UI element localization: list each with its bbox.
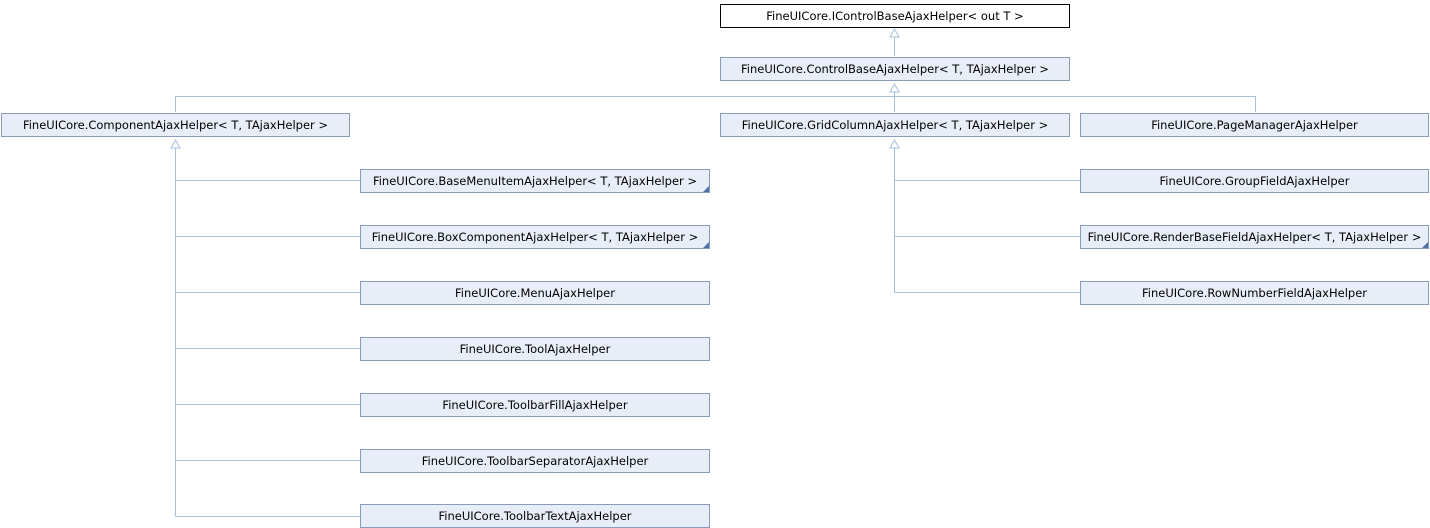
edge-component-to-controlbase [175,96,1256,112]
node-toolbar-fill-ajax-helper[interactable]: FineUICore.ToolbarFillAjaxHelper [360,393,710,417]
arrowhead-gridcolumn [889,138,900,149]
node-page-manager-ajax-helper[interactable]: FineUICore.PageManagerAjaxHelper [1080,113,1429,137]
node-box-component-ajax-helper[interactable]: FineUICore.BoxComponentAjaxHelper< T, TA… [360,225,710,249]
node-group-field-ajax-helper[interactable]: FineUICore.GroupFieldAjaxHelper [1080,169,1429,193]
arrowhead-icontrol [889,27,900,38]
node-menu-ajax-helper[interactable]: FineUICore.MenuAjaxHelper [360,281,710,305]
node-control-base-ajax-helper[interactable]: FineUICore.ControlBaseAjaxHelper< T, TAj… [720,57,1070,81]
node-toolbar-separator-ajax-helper[interactable]: FineUICore.ToolbarSeparatorAjaxHelper [360,449,710,473]
node-component-ajax-helper[interactable]: FineUICore.ComponentAjaxHelper< T, TAjax… [1,113,350,137]
arrowhead-component [170,138,181,149]
node-icontrol-base-ajax-helper: FineUICore.IControlBaseAjaxHelper< out T… [720,4,1070,28]
node-tool-ajax-helper[interactable]: FineUICore.ToolAjaxHelper [360,337,710,361]
node-toolbar-text-ajax-helper[interactable]: FineUICore.ToolbarTextAjaxHelper [360,504,710,528]
node-row-number-field-ajax-helper[interactable]: FineUICore.RowNumberFieldAjaxHelper [1080,281,1429,305]
node-grid-column-ajax-helper[interactable]: FineUICore.GridColumnAjaxHelper< T, TAja… [720,113,1070,137]
node-render-base-field-ajax-helper[interactable]: FineUICore.RenderBaseFieldAjaxHelper< T,… [1080,225,1429,249]
node-base-menu-item-ajax-helper[interactable]: FineUICore.BaseMenuItemAjaxHelper< T, TA… [360,169,710,193]
arrowhead-controlbase [889,82,900,93]
